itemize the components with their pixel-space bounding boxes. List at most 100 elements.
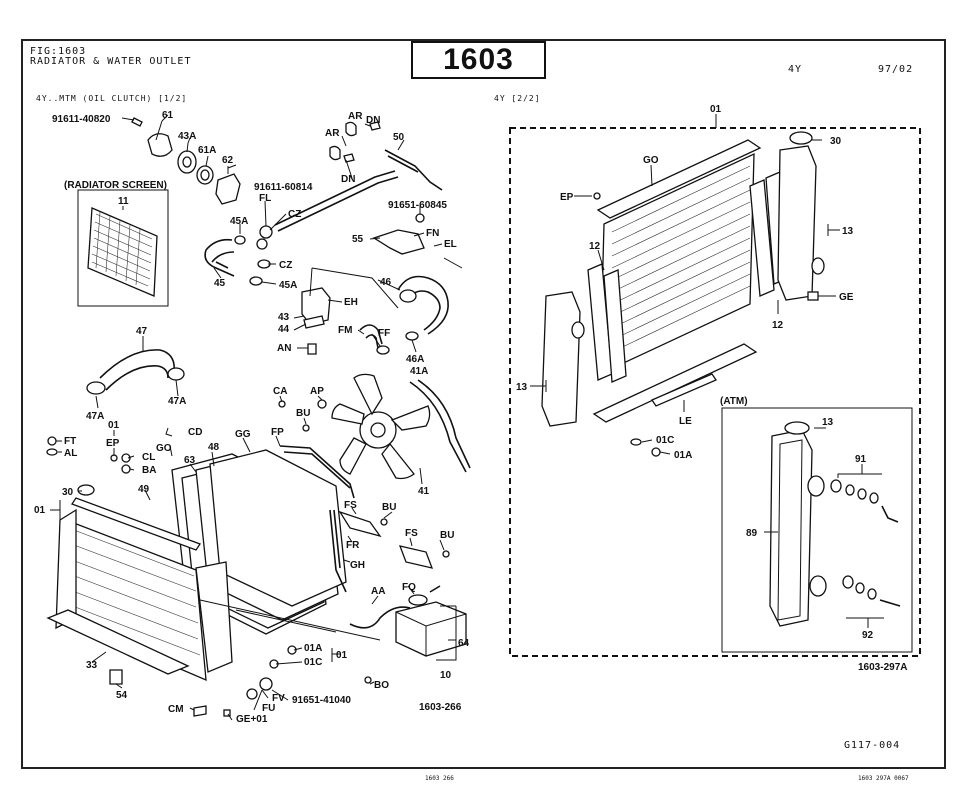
label-30: 30 [62, 487, 74, 498]
main-number-box: 1603 [411, 41, 546, 79]
label-go: GO [156, 443, 172, 454]
label-eh: EH [344, 297, 358, 308]
diagram-frame [21, 39, 946, 769]
label-r-89: 89 [746, 528, 758, 539]
footer-left-small: 1603 266 [425, 775, 454, 782]
label-fs-1: FS [344, 500, 357, 511]
label-45: 45 [214, 278, 226, 289]
lower-hose-47 [86, 349, 185, 395]
radiator-screen-box [77, 189, 169, 307]
radiator-screen-part [87, 207, 158, 297]
label-11: 11 [118, 196, 129, 207]
label-45a-2: 45A [279, 280, 297, 291]
label-cd: CD [188, 427, 202, 438]
label-ep: EP [106, 438, 120, 449]
leader-lines [50, 114, 884, 721]
label-cl: CL [142, 452, 155, 463]
label-10: 10 [440, 670, 452, 681]
label-fq: FQ [402, 582, 416, 593]
water-outlet-pieces [131, 117, 241, 205]
oil-clutch-linkage [256, 121, 463, 269]
label-r-12-left: 12 [589, 241, 601, 252]
fig-number: FIG:1603 [30, 46, 87, 57]
radiator-shroud-assembly [46, 449, 381, 717]
label-fr: FR [346, 540, 360, 551]
label-fv: FV [272, 693, 285, 704]
label-ca: CA [273, 386, 287, 397]
label-47: 47 [136, 326, 148, 337]
label-43: 43 [278, 312, 290, 323]
label-91611-40820: 91611-40820 [52, 114, 111, 125]
right-assembly-dashed-box [509, 127, 921, 657]
label-50: 50 [393, 132, 405, 143]
label-49: 49 [138, 484, 150, 495]
upper-hoses [204, 235, 449, 355]
label-63: 63 [184, 455, 196, 466]
footer-right-small: 1603 297A 0067 [858, 775, 909, 782]
label-bo: BO [374, 680, 389, 691]
right-reference-code: 1603-297A [858, 662, 907, 673]
label-r-13-atm: 13 [822, 417, 834, 428]
label-aa: AA [371, 586, 385, 597]
label-fn: FN [426, 228, 439, 239]
label-55: 55 [352, 234, 364, 245]
label-ge-01: GE+01 [236, 714, 268, 725]
label-41: 41 [418, 486, 430, 497]
label-fp: FP [271, 427, 284, 438]
label-61a: 61A [198, 145, 216, 156]
reserve-tank [349, 585, 467, 657]
cooling-fan [331, 373, 471, 480]
label-r-13-upper: 13 [842, 226, 854, 237]
label-ap: AP [310, 386, 324, 397]
label-el: EL [444, 239, 457, 250]
label-fs-2: FS [405, 528, 418, 539]
label-44: 44 [278, 324, 290, 335]
engine-code: 4Y [788, 64, 803, 75]
left-section-title: 4Y..MTM (OIL CLUTCH) [1/2] [36, 94, 188, 103]
label-cz-2: CZ [279, 260, 292, 271]
label-radiator-screen: (RADIATOR SCREEN) [64, 180, 167, 191]
label-54: 54 [116, 690, 128, 701]
label-al: AL [64, 448, 77, 459]
label-45a-1: 45A [230, 216, 248, 227]
label-dn-2: DN [341, 174, 355, 185]
label-bu-3: BU [440, 530, 454, 541]
label-61: 61 [162, 110, 174, 121]
label-r-92: 92 [862, 630, 874, 641]
label-ba: BA [142, 465, 156, 476]
label-an: AN [277, 343, 291, 354]
label-ar-1: AR [348, 111, 363, 122]
label-gh: GH [350, 560, 365, 571]
label-46: 46 [380, 277, 392, 288]
label-ar-2: AR [325, 128, 340, 139]
label-r-ge: GE [839, 292, 854, 303]
label-01-left: 01 [34, 505, 46, 516]
left-reference-code: 1603-266 [419, 702, 462, 713]
label-atm: (ATM) [720, 396, 748, 407]
label-43a: 43A [178, 131, 196, 142]
label-91611-60814: 91611-60814 [254, 182, 313, 193]
label-47a-2: 47A [168, 396, 186, 407]
label-r-91: 91 [855, 454, 867, 465]
label-ft: FT [64, 436, 76, 447]
label-48: 48 [208, 442, 220, 453]
label-bu-1: BU [296, 408, 310, 419]
label-91651-60845: 91651-60845 [388, 200, 447, 211]
atm-tank-assembly [769, 421, 901, 627]
label-46a: 46A [406, 354, 424, 365]
fig-title: RADIATOR & WATER OUTLET [30, 56, 192, 67]
label-01c: 01C [304, 657, 322, 668]
label-01-top: 01 [108, 420, 120, 431]
label-r-01c: 01C [656, 435, 674, 446]
label-fl: FL [259, 193, 271, 204]
label-91651-41040: 91651-41040 [292, 695, 351, 706]
label-dn-1: DN [366, 115, 380, 126]
shroud-brackets [279, 445, 434, 593]
label-01-bottom: 01 [336, 650, 348, 661]
label-fu: FU [262, 703, 275, 714]
radiator-core-assembly [541, 131, 825, 457]
label-ff: FF [378, 328, 390, 339]
label-r-ep: EP [560, 192, 574, 203]
